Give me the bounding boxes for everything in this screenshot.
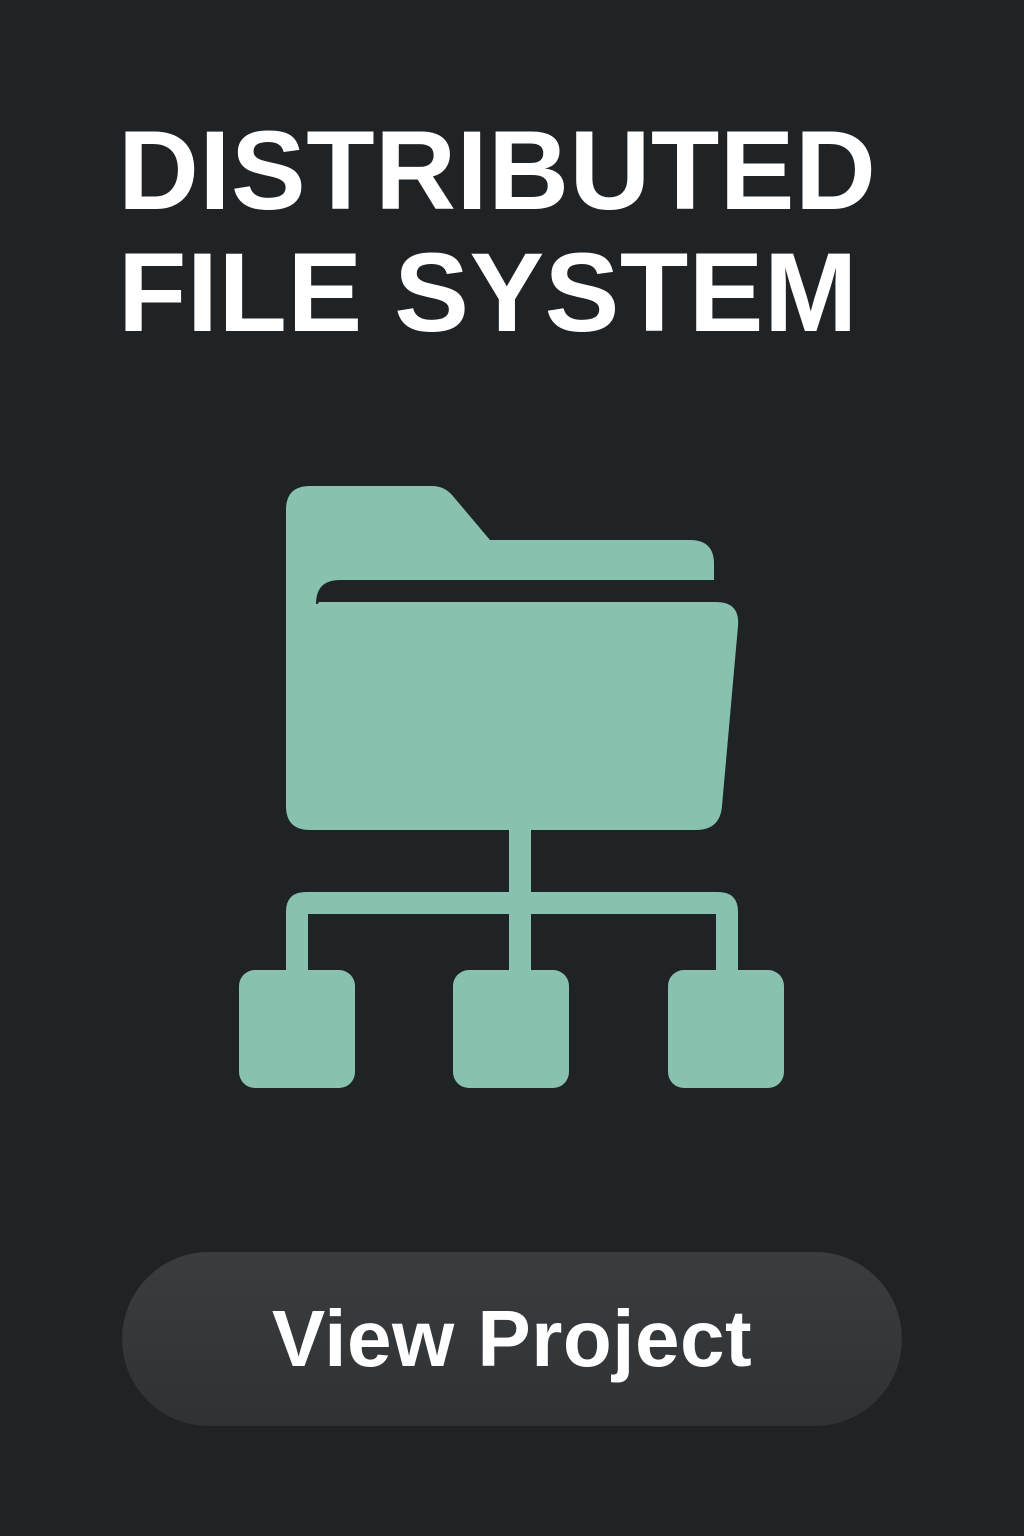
folder-network-icon <box>220 470 820 1110</box>
title-line-2: FILE SYSTEM <box>118 230 858 355</box>
page-title: DISTRIBUTED FILE SYSTEM <box>118 110 876 354</box>
view-project-button[interactable]: View Project <box>122 1252 902 1426</box>
title-line-1: DISTRIBUTED <box>118 108 877 233</box>
